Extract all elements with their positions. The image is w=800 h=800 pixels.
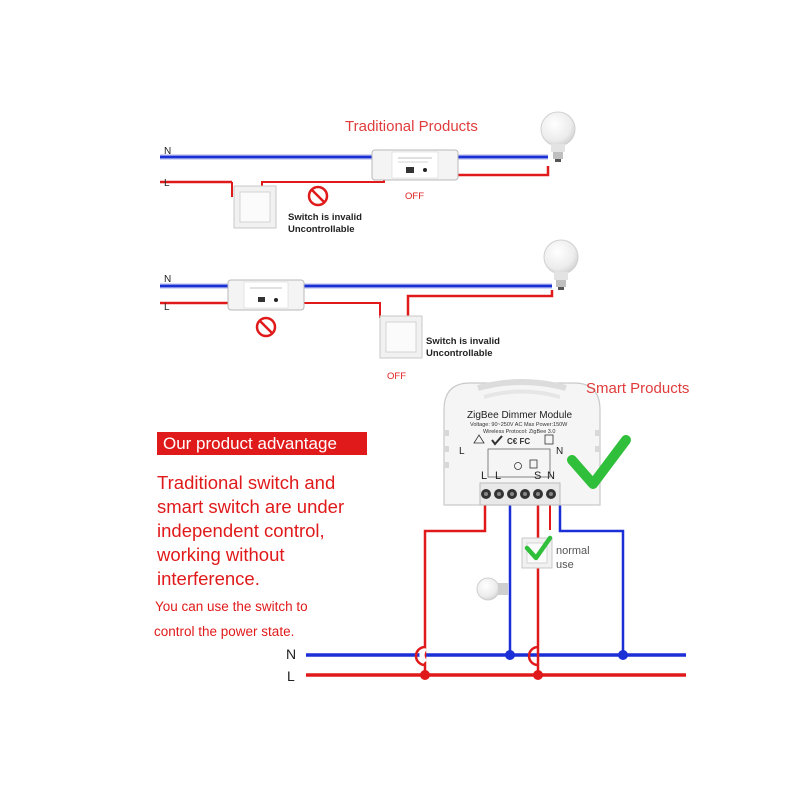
invalid-note-line-1: Switch is invalid	[288, 212, 362, 223]
module-pin-l: L	[459, 446, 465, 457]
advantage-sub-line-1: You can use the switch to	[155, 599, 308, 614]
invalid-note-line-2: Uncontrollable	[288, 224, 355, 235]
live-wire	[160, 290, 554, 318]
normal-use-line-2: use	[556, 559, 574, 571]
traditional-products-title: Traditional Products	[345, 118, 478, 135]
prohibited-icon	[255, 316, 277, 338]
smart-switch-box	[371, 149, 459, 181]
light-bulb-icon	[540, 111, 576, 162]
neutral-bus-label: N	[286, 646, 297, 662]
live-label: L	[164, 302, 170, 313]
terminal-label-l2: L	[495, 470, 502, 482]
wall-switch	[233, 185, 277, 229]
advantage-line-5: interference.	[157, 568, 260, 589]
prohibited-icon	[307, 185, 329, 207]
module-spec-line-2: Wireless Protocol: ZigBee 3.0	[483, 429, 556, 435]
smart-switch-box	[227, 279, 305, 311]
module-pin-n: N	[556, 446, 564, 457]
terminal-label-n: N	[547, 470, 555, 482]
check-icon	[567, 435, 631, 489]
terminal-block	[479, 482, 561, 506]
neutral-label: N	[164, 146, 172, 157]
light-bulb-icon	[543, 239, 579, 290]
terminal-label-s: S	[534, 470, 542, 482]
off-status: OFF	[405, 191, 424, 202]
advantage-sub-line-2: control the power state.	[154, 624, 295, 639]
terminal-label-l1: L	[481, 470, 488, 482]
live-label: L	[164, 178, 170, 189]
invalid-note-line-2: Uncontrollable	[426, 348, 493, 359]
advantage-line-3: independent control,	[157, 520, 325, 541]
diagram-1	[160, 111, 576, 229]
advantage-line-4: working without	[157, 544, 285, 565]
module-neutral-wire	[558, 505, 625, 655]
svg-text:C€ FC: C€ FC	[507, 437, 530, 446]
neutral-label: N	[164, 274, 172, 285]
check-icon-small	[524, 535, 553, 561]
diagram-2	[160, 239, 579, 359]
live-wire	[160, 166, 550, 197]
light-bulb-icon	[476, 577, 508, 601]
module-title: ZigBee Dimmer Module	[467, 410, 573, 421]
advantage-banner: Our product advantage	[157, 432, 367, 455]
off-status: OFF	[387, 371, 406, 382]
live-feed-wire	[423, 505, 487, 675]
normal-use-line-1: normal	[556, 545, 590, 557]
live-bus-label: L	[287, 668, 295, 684]
advantage-line-1: Traditional switch and	[157, 472, 336, 493]
smart-products-title: Smart Products	[586, 380, 690, 397]
smart-diagram: C€ FC	[306, 379, 686, 680]
advantage-line-2: smart switch are under	[157, 496, 345, 517]
zigbee-module: C€ FC	[443, 379, 601, 506]
module-spec-line-1: Voltage: 90~250V AC Max Power:150W	[470, 422, 568, 428]
invalid-note-line-1: Switch is invalid	[426, 336, 500, 347]
wall-switch	[379, 315, 423, 359]
